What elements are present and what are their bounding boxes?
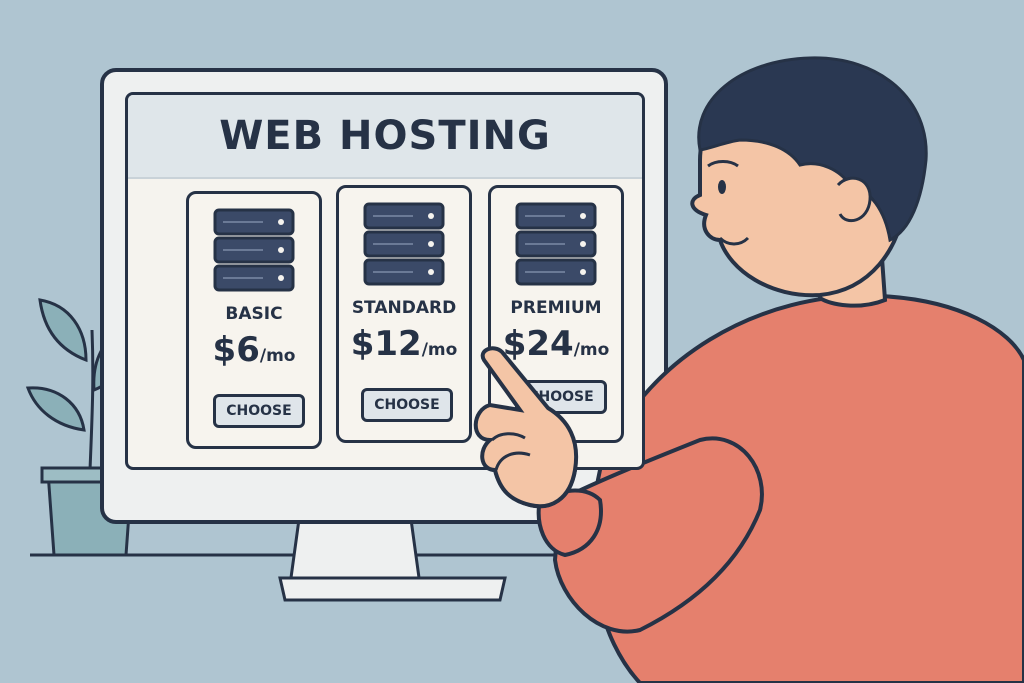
choose-button-basic[interactable]: CHOOSE [213,394,305,428]
choose-button-premium[interactable]: CHOOSE [515,380,607,414]
plan-card-basic: BASIC $6/mo CHOOSE [186,191,322,449]
person [473,56,1024,683]
price-unit: /mo [259,346,296,366]
server-icon [213,208,295,292]
plan-price: $12/mo [339,324,469,364]
price-unit: /mo [573,340,610,360]
monitor-stand [278,510,507,602]
monitor-screen: WEB HOSTING BASIC $6/mo CHOOSE [125,92,645,470]
plan-name: STANDARD [351,298,457,318]
price-amount: $24 [502,324,574,364]
pricing-plans: BASIC $6/mo CHOOSE STANDARD $12/mo CHOOS… [186,185,626,461]
plan-price: $6/mo [189,330,319,370]
price-amount: $12 [350,324,422,364]
plan-card-standard: STANDARD $12/mo CHOOSE [336,185,472,443]
plan-card-premium: PREMIUM $24/mo CHOOSE [488,185,624,443]
choose-button-standard[interactable]: CHOOSE [361,388,453,422]
plan-name: PREMIUM [510,298,602,318]
server-icon [515,202,597,286]
page-title: WEB HOSTING [219,113,551,159]
plan-name: BASIC [225,304,283,324]
screen-header: WEB HOSTING [128,95,642,179]
server-icon [363,202,445,286]
price-amount: $6 [212,330,260,370]
plan-price: $24/mo [491,324,621,364]
price-unit: /mo [421,340,458,360]
